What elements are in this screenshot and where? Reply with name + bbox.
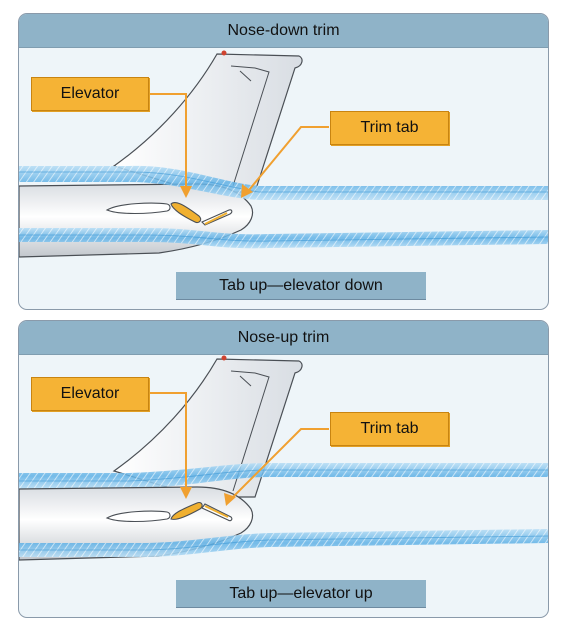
- tail-diagram: [19, 50, 548, 258]
- airflow-upper: [19, 463, 548, 489]
- caption-rule: [176, 299, 426, 300]
- elevator: [170, 502, 203, 520]
- horizontal-stabilizer: [105, 202, 171, 215]
- trim-tab-callout: Trim tab: [330, 111, 449, 145]
- nose-up-panel: Nose-up trim: [18, 320, 549, 618]
- tail-diagram: [19, 355, 548, 561]
- caption-rule: [176, 607, 426, 608]
- vertical-fin: [112, 355, 303, 498]
- airflow-upper: [19, 165, 548, 200]
- trim-tab-callout: Trim tab: [330, 412, 449, 446]
- panel-title: Nose-up trim: [19, 321, 548, 355]
- leader-lines: [149, 93, 329, 198]
- airflow-lower: [19, 529, 548, 557]
- elevator-callout: Elevator: [31, 77, 149, 111]
- beacon-light-icon: [221, 355, 227, 361]
- elevator-callout: Elevator: [31, 377, 149, 411]
- horizontal-stabilizer: [105, 510, 171, 523]
- panel-title: Nose-down trim: [19, 14, 548, 48]
- airflow-lower: [19, 228, 548, 249]
- caption: Tab up—elevator down: [176, 272, 426, 299]
- vertical-fin: [112, 50, 303, 193]
- caption: Tab up—elevator up: [176, 580, 426, 607]
- leader-lines: [149, 392, 329, 506]
- nose-down-panel: Nose-down trim: [18, 13, 549, 310]
- beacon-light-icon: [221, 50, 227, 56]
- elevator: [170, 201, 202, 224]
